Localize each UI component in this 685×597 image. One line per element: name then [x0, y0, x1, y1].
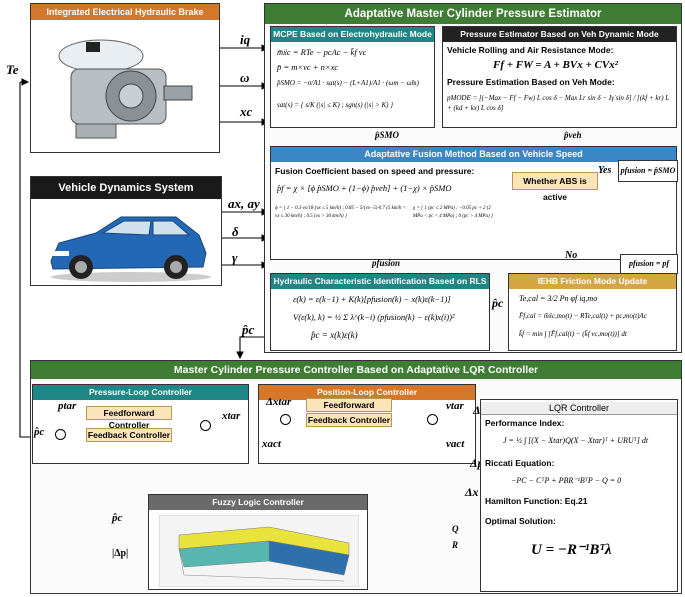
- sig-xtar: xtar: [222, 410, 241, 422]
- riccati-label: Riccati Equation:: [485, 458, 555, 468]
- sig-pc-fuzzy: p̂c: [112, 512, 123, 524]
- abs-text: Whether ABS is active: [523, 176, 587, 202]
- veh-mode-block: Pressure Estimator Based on Veh Dynamic …: [442, 26, 677, 128]
- sig-pc-rls: p̂c: [492, 296, 504, 310]
- sig-pfusion: pfusion: [372, 258, 401, 268]
- sum-junction-v1: [427, 414, 438, 425]
- perf-eq: J = ½ ∫ [(X − Xtar)Q(X − Xtar)ᵀ + URUᵀ] …: [503, 436, 649, 445]
- sig-xc: xc: [240, 104, 253, 119]
- sig-ptar: ptar: [58, 400, 77, 412]
- pfusion-f-box: pfusion = pf: [620, 254, 678, 274]
- sig-pveh: p̂veh: [564, 130, 582, 140]
- iehb-block: IEHB Friction Mode Update Te,cal = 3/2 P…: [508, 273, 677, 351]
- sig-delta: δ: [232, 224, 239, 239]
- vehicle-title: Vehicle Dynamics System: [31, 177, 221, 199]
- sig-psmo: p̂SMO: [375, 130, 400, 140]
- abs-decision: Whether ABS is active: [512, 172, 598, 202]
- fusion-eq: p̂f = χ × [ϕ p̂SMO + (1−ϕ) p̂veh] + (1−χ…: [277, 183, 452, 193]
- fuzzy-block: Fuzzy Logic Controller: [148, 494, 368, 590]
- sig-vtar: vtar: [446, 400, 464, 412]
- sig-axay: ax, ay: [228, 196, 260, 211]
- brake-title: Integrated Electrical Hydraulic Brake: [31, 4, 219, 20]
- sig-omega: ω: [240, 70, 250, 85]
- position-loop-title: Position-Loop Controller: [259, 385, 475, 400]
- veh-sub2: Pressure Estimation Based on Veh Mode:: [447, 77, 615, 87]
- sig-pc-in: p̂c: [34, 426, 45, 438]
- sig-dxtar: Δxtar: [266, 396, 292, 408]
- sig-iq: iq: [240, 32, 251, 47]
- rls-eq2: V(ε(k), k) = ½ Σ λ^(k−i) (pfusion(k) − ε…: [293, 312, 455, 322]
- sig-r: R: [452, 540, 459, 550]
- sum-junction-p1: [55, 429, 66, 440]
- sum-junction-p2: [200, 420, 211, 431]
- sig-dx: Δx: [465, 485, 479, 499]
- sig-gamma: γ: [232, 250, 238, 265]
- vehicle-block: Vehicle Dynamics System: [30, 176, 222, 286]
- mcpe-eq1: m̄ẍc = RTe − pcAc − k̄f vc: [277, 47, 367, 57]
- perf-label: Performance Index:: [485, 418, 565, 428]
- mcpe-eq4: sat(s) = { s/K (|s| ≤ K) ; sgn(s) (|s| >…: [277, 101, 394, 109]
- rls-eq3: p̂c = x(k)ε(k): [311, 330, 358, 340]
- iehb-title: IEHB Friction Mode Update: [509, 274, 676, 289]
- sig-abs-dp: |Δp|: [112, 548, 129, 559]
- mcpe-eq3: p̂SMO = −σ/A1 · sat(s) − (L+A1)/A1 · (ωm…: [277, 79, 419, 87]
- iehb-eq1: Te,cal = 3/2 Pn φf iq,mo: [519, 294, 598, 303]
- sum-junction-x1: [280, 414, 291, 425]
- pressure-loop-block: Pressure-Loop Controller: [32, 384, 249, 464]
- fusion-chi: χ = { 1 (pc ≤ 2 MPa) ; −0.05 pc + 2 (2 M…: [413, 206, 493, 219]
- veh-eq2: pMODE = [(−Max − Ff − Fw) L cos δ − Max …: [447, 94, 670, 112]
- veh-sub1: Vehicle Rolling and Air Resistance Mode:: [447, 45, 614, 55]
- rls-eq1: ε(k) = ε(k−1) + K(k)[pfusion(k) − x(k)ε(…: [293, 294, 451, 304]
- sig-vact: vact: [446, 438, 465, 450]
- sig-te: Te: [6, 62, 19, 77]
- yes-label: Yes: [598, 165, 612, 176]
- fuzzy-title: Fuzzy Logic Controller: [149, 495, 367, 510]
- iehb-eq3: k̄f = min ∫ [F̄f,cal(t) − (k̄f vc,mo(t))…: [519, 330, 627, 338]
- veh-mode-title: Pressure Estimator Based on Veh Dynamic …: [443, 27, 676, 42]
- fusion-title: Adaptative Fusion Method Based on Vehicl…: [271, 147, 676, 162]
- fusion-sub: Fusion Coefficient based on speed and pr…: [275, 166, 475, 176]
- fusion-phi: ϕ = { 1 − 0.3·vx/18 (vx ≤ 5 km/h) ; 0.85…: [275, 206, 406, 219]
- no-label: No: [565, 250, 578, 261]
- mcpe-title: MCPE Based on Electrohydraulic Mode: [271, 27, 434, 42]
- veh-eq1: Ff + FW = A + BVx + CVx²: [493, 59, 618, 71]
- ff-controller-1: Feedforward Controller: [86, 406, 172, 430]
- car-image: [50, 216, 211, 282]
- fb-controller-2: Feedback Controller: [306, 413, 392, 427]
- sig-pc-out: p̂c: [242, 322, 255, 337]
- riccati-eq: −PC − CᵀP + PBR⁻¹BᵀP − Q = 0: [511, 476, 622, 485]
- sig-q: Q: [452, 524, 459, 534]
- optimal-eq: U = −R⁻¹Bᵀλ: [531, 542, 612, 558]
- fusion-block: Adaptative Fusion Method Based on Vehicl…: [270, 146, 677, 260]
- rls-block: Hydraulic Characteristic Identification …: [270, 273, 490, 351]
- hamilton-label: Hamilton Function: Eq.21: [485, 496, 588, 506]
- brake-unit-image: [58, 39, 193, 139]
- iehb-eq2: F̄f,cal = m̄ẍc,mo(t) − RTe,cal(t) + pc,m…: [519, 312, 647, 320]
- controller-title: Master Cylinder Pressure Controller Base…: [31, 361, 681, 379]
- lqr-block: LQR Controller Performance Index: J = ½ …: [480, 399, 678, 592]
- fuzzy-surface-plot: [159, 515, 359, 587]
- brake-block: Integrated Electrical Hydraulic Brake: [30, 3, 220, 153]
- lqr-title: LQR Controller: [481, 402, 677, 415]
- rls-title: Hydraulic Characteristic Identification …: [271, 274, 489, 289]
- fb-controller-1: Feedback Controller: [86, 428, 172, 442]
- position-loop-block: Position-Loop Controller: [258, 384, 476, 464]
- optimal-label: Optimal Solution:: [485, 516, 556, 526]
- pressure-loop-title: Pressure-Loop Controller: [33, 385, 248, 400]
- mcpe-block: MCPE Based on Electrohydraulic Mode m̄ẍc…: [270, 26, 435, 128]
- sig-xact: xact: [262, 438, 281, 450]
- ff-controller-2: Feedforward Controller: [306, 398, 392, 422]
- mcpe-eq2: p̄ = m×vc + n×xc: [277, 62, 339, 72]
- pfusion-smo-box: pfusion = p̂SMO: [618, 160, 678, 182]
- estimator-title: Adaptative Master Cylinder Pressure Esti…: [265, 4, 681, 24]
